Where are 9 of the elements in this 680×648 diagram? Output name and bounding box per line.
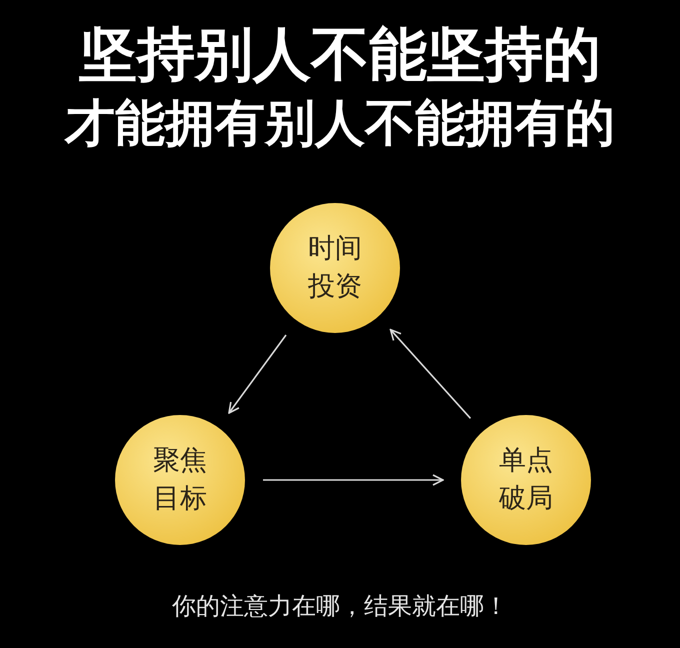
subtitle: 才能拥有别人不能拥有的 [63,93,616,154]
node-label: 单点破局 [499,444,553,516]
arrow [390,328,472,419]
arrow [263,474,444,486]
node-label: 聚焦目标 [153,444,207,516]
caption: 你的注意力在哪，结果就在哪！ [171,591,509,622]
title: 坚持别人不能坚持的 [78,19,602,90]
arrow [228,334,287,414]
node-label: 时间投资 [308,232,362,304]
